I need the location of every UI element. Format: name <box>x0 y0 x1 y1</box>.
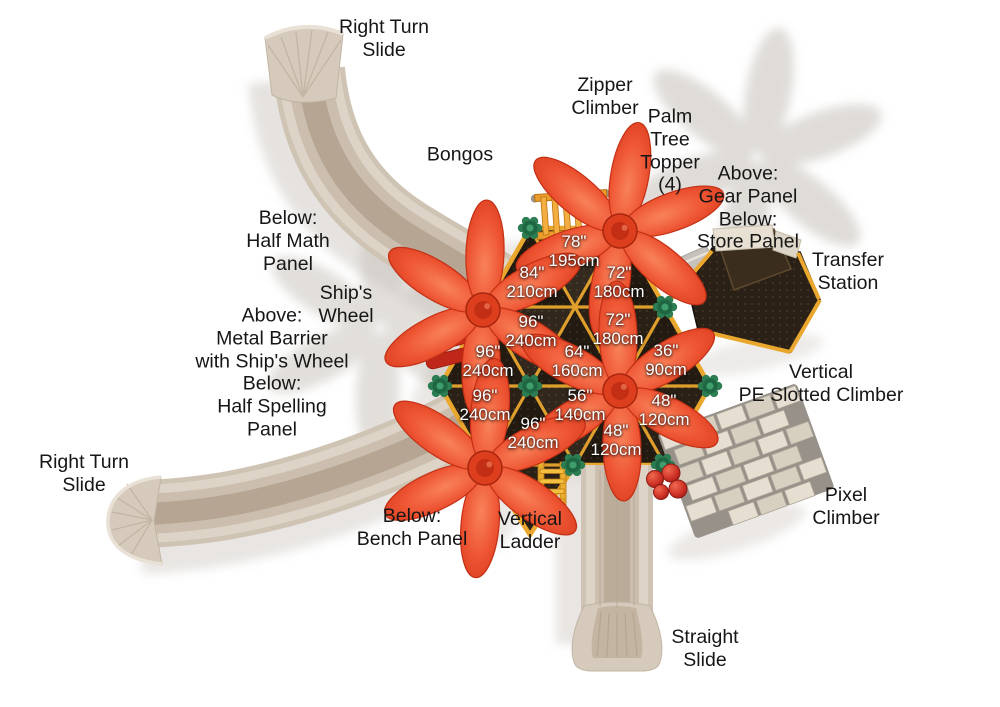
label-right-turn-slide-top: Right Turn Slide <box>339 16 429 61</box>
label-vertical-pe-slotted-climber: Vertical PE Slotted Climber <box>738 361 904 406</box>
deck-height-label: 72"180cm <box>592 309 644 348</box>
label-transfer-station: Transfer Station <box>812 249 884 294</box>
transfer-station-graphic <box>666 224 822 354</box>
pixel-climber-graphic <box>658 384 834 538</box>
label-right-turn-slide-bottom: Right Turn Slide <box>39 451 129 496</box>
deck-height-label: 56"140cm <box>554 385 606 424</box>
deck-height-label: 64"160cm <box>551 341 603 380</box>
deck-height-label: 36"90cm <box>645 340 687 379</box>
label-gear-store-panel: Above: Gear Panel Below: Store Panel <box>697 162 799 253</box>
deck-height-label: 72"180cm <box>593 262 645 301</box>
deck-height-label: 48"120cm <box>590 420 642 459</box>
label-bongos: Bongos <box>426 143 494 166</box>
bongo-balls-graphic <box>646 463 688 500</box>
label-zipper-climber: Zipper Climber <box>571 74 639 119</box>
deck-height-label: 78"195cm <box>548 231 600 270</box>
deck-height-label: 96"240cm <box>505 311 557 350</box>
label-palm-tree-topper: Palm Tree Topper (4) <box>640 105 700 196</box>
label-straight-slide: Straight Slide <box>671 626 739 671</box>
label-pixel-climber: Pixel Climber <box>812 484 880 529</box>
right-turn-slide-bottom-graphic <box>106 392 480 566</box>
deck-height-label: 48"120cm <box>638 390 690 429</box>
label-bench-panel: Below: Bench Panel <box>356 505 468 550</box>
transfer-station-rail <box>772 230 802 259</box>
label-metal-barrier: Above: Metal Barrier with Ship's Wheel B… <box>195 304 349 441</box>
deck-height-label: 96"240cm <box>462 341 514 380</box>
label-vertical-ladder: Vertical Ladder <box>498 508 562 553</box>
label-ships-wheel: Ship's Wheel <box>318 282 374 327</box>
deck-height-label: 96"240cm <box>459 385 511 424</box>
label-half-math-panel: Below: Half Math Panel <box>246 206 330 275</box>
deck-height-label: 84"210cm <box>506 262 558 301</box>
deck-height-label: 96"240cm <box>507 413 559 452</box>
